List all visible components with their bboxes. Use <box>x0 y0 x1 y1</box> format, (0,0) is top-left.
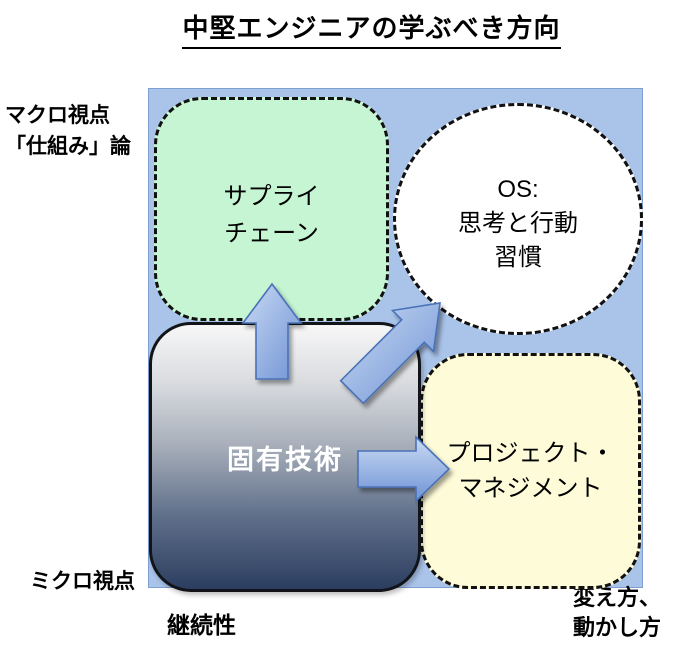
project-management-box: プロジェクト・ マネジメント <box>420 353 641 589</box>
axis-label-macro-line1: マクロ視点 <box>5 104 110 127</box>
project-management-label-line2: マネジメント <box>458 475 603 502</box>
os-habits-circle: OS: 思考と行動 習慣 <box>393 103 643 335</box>
axis-label-change-line1: 変え方、 <box>573 585 662 610</box>
axis-label-macro-line2: 「仕組み」論 <box>5 135 131 158</box>
axis-label-continuity: 継続性 <box>167 612 236 638</box>
axis-label-change: 変え方、 動かし方 <box>573 583 661 643</box>
os-habits-label-line2: 思考と行動 <box>458 210 578 237</box>
os-habits-label-line1: OS: <box>497 176 539 203</box>
os-habits-label-line3: 習慣 <box>494 244 542 271</box>
project-management-label-line1: プロジェクト・ <box>446 440 615 467</box>
quadrant-panel: サプライ チェーン OS: 思考と行動 習慣 プロジェクト・ マネジメント 固有… <box>148 88 643 592</box>
axis-label-macro: マクロ視点 「仕組み」論 <box>5 100 131 162</box>
supply-chain-box: サプライ チェーン <box>154 97 389 321</box>
supply-chain-label-line1: サプライ <box>223 183 320 210</box>
core-technology-label: 固有技術 <box>227 444 343 475</box>
axis-label-change-line2: 動かし方 <box>573 615 662 640</box>
core-technology-box: 固有技術 <box>149 322 421 592</box>
page-title: 中堅エンジニアの学ぶべき方向 <box>0 8 687 49</box>
supply-chain-label-line2: チェーン <box>224 220 319 247</box>
axis-label-micro: ミクロ視点 <box>30 570 135 593</box>
